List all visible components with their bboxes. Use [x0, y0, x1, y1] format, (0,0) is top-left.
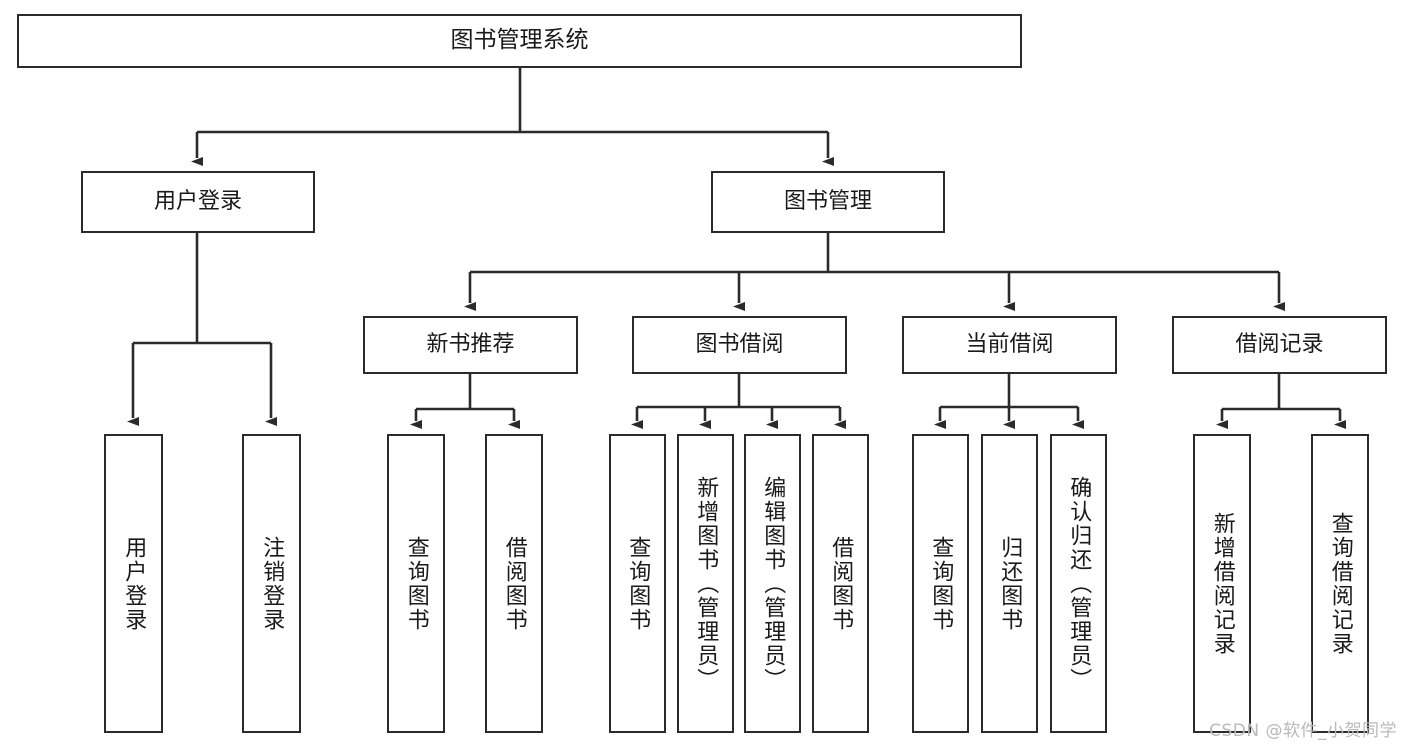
node-leaf-borrow-book-1[interactable]: 借阅图书 [485, 434, 543, 733]
node-leaf-return-book-label: 归还图书 [997, 535, 1023, 632]
node-leaf-edit-book[interactable]: 编辑图书（管理员） [744, 434, 801, 733]
node-leaf-add-record-label: 新增借阅记录 [1209, 511, 1235, 656]
node-leaf-query-book-3-label: 查询图书 [928, 535, 954, 632]
node-leaf-user-login[interactable]: 用户登录 [104, 434, 163, 733]
node-leaf-add-book[interactable]: 新增图书（管理员） [677, 434, 734, 733]
node-book-management-label: 图书管理 [783, 188, 872, 214]
node-book-borrow[interactable]: 图书借阅 [632, 316, 847, 374]
node-new-book-recommend-label: 新书推荐 [426, 331, 515, 357]
node-leaf-add-record[interactable]: 新增借阅记录 [1193, 434, 1251, 733]
node-leaf-user-login-label: 用户登录 [121, 535, 147, 632]
node-book-management[interactable]: 图书管理 [711, 171, 945, 233]
node-leaf-add-book-label: 新增图书（管理员） [693, 475, 719, 692]
node-leaf-query-book-1-label: 查询图书 [403, 535, 429, 632]
node-borrow-record[interactable]: 借阅记录 [1172, 316, 1387, 374]
watermark: CSDN @软件_小贺同学 [1209, 721, 1397, 741]
node-leaf-query-book-2-label: 查询图书 [625, 535, 651, 632]
node-leaf-borrow-book-2[interactable]: 借阅图书 [812, 434, 869, 733]
node-leaf-query-record-label: 查询借阅记录 [1327, 511, 1353, 656]
node-user-login[interactable]: 用户登录 [81, 171, 315, 233]
node-leaf-logout-login[interactable]: 注销登录 [242, 434, 301, 733]
node-leaf-query-book-2[interactable]: 查询图书 [609, 434, 666, 733]
node-leaf-borrow-book-2-label: 借阅图书 [828, 535, 854, 632]
node-current-borrow[interactable]: 当前借阅 [902, 316, 1117, 374]
node-leaf-borrow-book-1-label: 借阅图书 [501, 535, 527, 632]
node-leaf-query-record[interactable]: 查询借阅记录 [1311, 434, 1369, 733]
node-current-borrow-label: 当前借阅 [965, 331, 1054, 357]
node-user-login-label: 用户登录 [153, 188, 242, 214]
node-leaf-confirm-return-label: 确认归还（管理员） [1066, 475, 1092, 692]
node-root[interactable]: 图书管理系统 [17, 14, 1022, 68]
node-borrow-record-label: 借阅记录 [1235, 331, 1324, 357]
node-root-label: 图书管理系统 [450, 27, 589, 54]
node-leaf-return-book[interactable]: 归还图书 [981, 434, 1038, 733]
node-new-book-recommend[interactable]: 新书推荐 [363, 316, 578, 374]
node-book-borrow-label: 图书借阅 [695, 331, 784, 357]
node-leaf-confirm-return[interactable]: 确认归还（管理员） [1050, 434, 1107, 733]
node-leaf-logout-login-label: 注销登录 [259, 535, 285, 632]
node-leaf-query-book-1[interactable]: 查询图书 [387, 434, 445, 733]
node-leaf-edit-book-label: 编辑图书（管理员） [760, 475, 786, 692]
node-leaf-query-book-3[interactable]: 查询图书 [912, 434, 969, 733]
